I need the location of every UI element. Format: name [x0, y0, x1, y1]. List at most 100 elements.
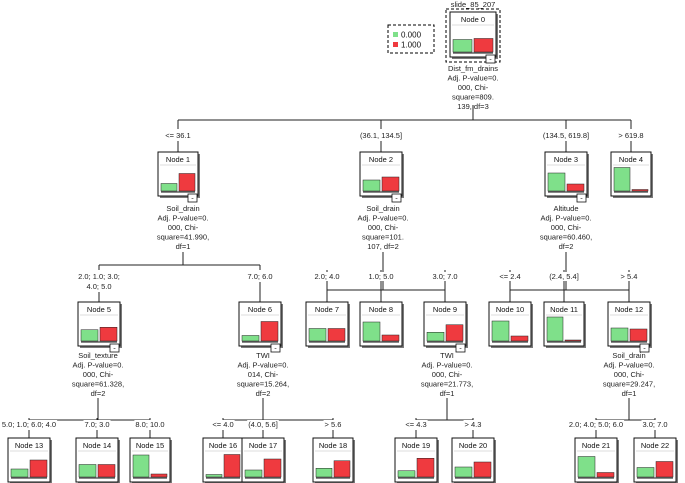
tree-node-0[interactable]: Node 0 - [449, 11, 498, 64]
node-split-text: square=809. [452, 93, 494, 102]
tree-node-13[interactable]: Node 13 [7, 437, 52, 483]
edge-label-bg [247, 420, 279, 429]
legend: 0.000 1.000 [387, 24, 435, 54]
node-split-text: 000, Chi- [368, 223, 399, 232]
node-title: Node 2 [369, 155, 393, 164]
tree-node-7[interactable]: Node 7 [305, 301, 350, 348]
tree-node-22[interactable]: Node 22 [633, 437, 678, 483]
tree-node-20[interactable]: Node 20 [451, 437, 496, 483]
node-split-text: Adj. P-value=0. [603, 361, 654, 370]
node-bar-class0 [244, 469, 263, 478]
node-bar-class1 [381, 176, 400, 192]
collapse-button-box [455, 343, 466, 353]
node-split-text: Adj. P-value=0. [357, 214, 408, 223]
tree-node-14[interactable]: Node 14 [75, 437, 120, 483]
edge-label-17: (4.0, 5.6] [248, 420, 278, 429]
tree-node-11[interactable]: Node 11 [543, 301, 586, 348]
collapse-button[interactable]: - [187, 193, 198, 203]
edge-label-5: 2.0; 1.0; 3.0; [78, 272, 120, 281]
node-split-text: df=2 [559, 242, 574, 251]
legend-label-1: 1.000 [401, 41, 422, 50]
collapse-button[interactable]: - [455, 343, 466, 353]
node-split-text: 000, Chi- [551, 223, 582, 232]
edge-label-bg [246, 272, 274, 281]
node-bar-class1 [381, 334, 400, 342]
collapse-button[interactable]: - [391, 194, 402, 203]
collapse-button[interactable]: - [109, 344, 120, 353]
edge-label-bg [367, 272, 395, 281]
collapse-icon: - [113, 344, 116, 353]
tree-node-15[interactable]: Node 15 [129, 437, 172, 483]
node-bar-class0 [160, 183, 178, 192]
legend-swatch-1 [393, 42, 398, 47]
node-bar-class0 [546, 316, 564, 342]
node-split-text: df=2 [256, 389, 271, 398]
node-bar-class1 [473, 38, 494, 53]
collapse-icon: - [580, 194, 583, 203]
tree-node-5[interactable]: Node 5- [77, 301, 122, 353]
tree-node-16[interactable]: Node 16 [202, 437, 245, 483]
node-title: Node 1 [166, 155, 190, 164]
tree-node-17[interactable]: Node 17 [241, 437, 286, 483]
tree-node-18[interactable]: Node 18 [312, 437, 355, 483]
edge-label-20: > 4.3 [465, 420, 482, 429]
edge-label-21: 2.0; 4.0; 5.0; 6.0 [569, 420, 623, 429]
node-title: Node 11 [550, 305, 578, 314]
node-title: Node 13 [15, 441, 43, 450]
tree-node-2[interactable]: Node 2 - [359, 151, 404, 203]
tree-node-9[interactable]: Node 9- [423, 301, 468, 353]
tree-node-8[interactable]: Node 8 [359, 301, 404, 348]
edge-label-3: (134.5, 619.8] [543, 131, 589, 140]
tree-node-21[interactable]: Node 21 [574, 437, 619, 483]
tree-node-12[interactable]: Node 12 - [607, 301, 652, 353]
node-bar-class0 [491, 320, 510, 342]
node-bar-class1 [333, 460, 351, 478]
node-title: Node 17 [249, 441, 277, 450]
tree-node-1[interactable]: Node 1 - [157, 151, 200, 203]
node-title: Node 12 [615, 305, 643, 314]
tree-node-19[interactable]: Node 19 [394, 437, 439, 483]
collapse-button[interactable]: - [485, 55, 496, 64]
node-split-text: Soil_texture [78, 351, 118, 360]
collapse-button-box [187, 193, 198, 203]
tree-node-10[interactable]: Node 10 [488, 301, 533, 348]
edge-label-12: > 5.4 [621, 272, 638, 281]
node-title: Node 10 [496, 305, 524, 314]
collapse-button[interactable]: - [576, 193, 587, 203]
collapse-icon: - [489, 55, 492, 64]
edge-label-bg [85, 282, 113, 291]
node-bar-class0 [577, 456, 596, 478]
node-bar-class1 [655, 461, 674, 478]
node-bar-class1 [473, 461, 492, 478]
collapse-button[interactable]: - [639, 344, 650, 353]
edge-label-bg [83, 420, 111, 429]
node-split-text: 107, df=2 [367, 242, 399, 251]
node-bar-class1 [260, 321, 279, 342]
collapse-button-box [576, 193, 587, 203]
node-bar-class0 [241, 335, 260, 342]
edge-label-4: > 619.8 [618, 131, 643, 140]
tree-node-3[interactable]: Node 3 - [544, 151, 589, 203]
tree-node-4[interactable]: Node 4 [610, 151, 653, 198]
edge-label-bg [358, 131, 404, 140]
node-title: Node 0 [461, 15, 485, 24]
node-split-text: 000, Chi- [168, 223, 199, 232]
node-title: Node 3 [554, 155, 578, 164]
node-bar-class1 [416, 458, 435, 478]
tree-node-6[interactable]: Node 6 - [238, 301, 283, 353]
node-split-text: df=1 [622, 389, 637, 398]
node-title: Node 18 [319, 441, 347, 450]
node-split-text: Adj. P-value=0. [447, 74, 498, 83]
edge-label-15: 8.0; 10.0 [135, 420, 164, 429]
collapse-button[interactable]: - [270, 344, 281, 353]
edge-label-bg [313, 272, 341, 281]
node-title: Node 6 [248, 305, 272, 314]
node-title: Node 4 [619, 155, 643, 164]
node-bar-class0 [132, 454, 150, 478]
node-split-text: 000, Chi- [614, 370, 645, 379]
edge-label-11: (2.4, 5.4] [549, 272, 579, 281]
node-title: Node 21 [582, 441, 610, 450]
node-split-text: Soil_drain [166, 204, 199, 213]
edge-label-bg [463, 420, 483, 429]
node-bar-class1 [566, 183, 585, 192]
